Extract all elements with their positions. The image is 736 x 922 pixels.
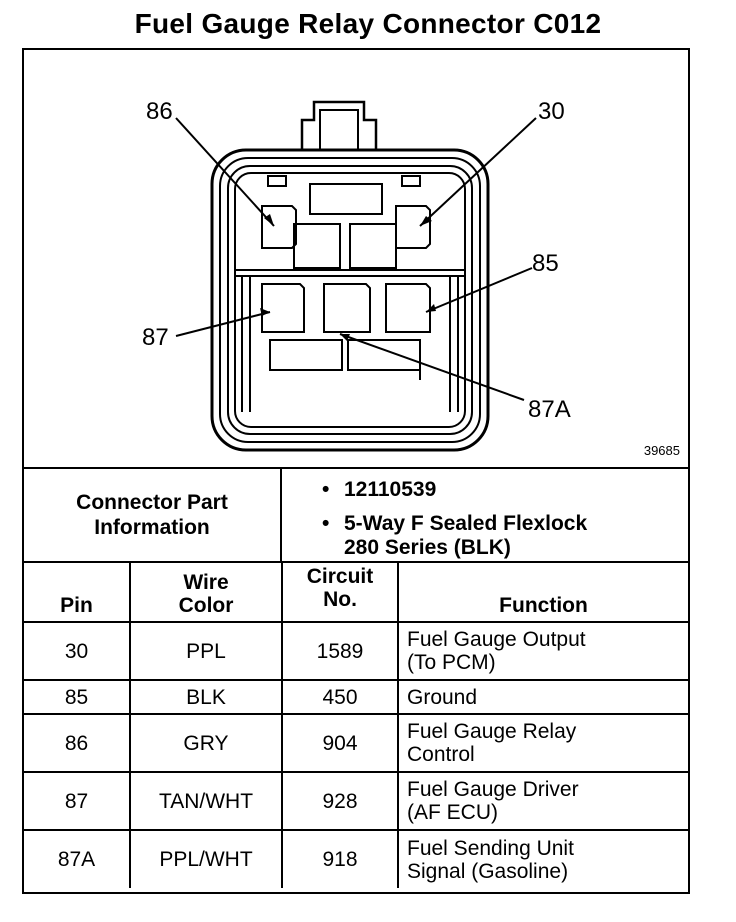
table-row: 30 PPL 1589 Fuel Gauge Output (To PCM) — [24, 621, 688, 681]
housing-ring-3 — [227, 165, 473, 435]
bullet-icon: • — [322, 512, 330, 535]
pin-label-86: 86 — [146, 98, 173, 125]
connector-face-drawing — [175, 100, 537, 452]
function-cell: Fuel Gauge Relay Control — [397, 713, 688, 773]
leader-87A — [339, 333, 525, 401]
circuit-cell: 928 — [281, 771, 399, 831]
connector-sheet: 86 30 85 87 87A 39685 Connector Part Inf… — [22, 48, 690, 894]
housing-outer — [210, 148, 490, 452]
function-line2: (AF ECU) — [407, 801, 498, 824]
leader-87 — [175, 311, 271, 337]
housing-ring-4 — [234, 172, 466, 428]
function-cell: Fuel Sending Unit Signal (Gasoline) — [397, 829, 688, 888]
figure-number: 39685 — [643, 443, 680, 458]
header-circuit-line2: No. — [323, 588, 357, 611]
header-circuit: Circuit No. — [281, 561, 399, 623]
page-title: Fuel Gauge Relay Connector C012 — [134, 8, 602, 39]
pin-cell: 87A — [24, 829, 131, 888]
table-row: 87 TAN/WHT 928 Fuel Gauge Driver (AF ECU… — [24, 771, 688, 831]
function-line1: Ground — [407, 685, 478, 709]
connector-part-info: Connector Part Information • 12110539 • … — [24, 469, 688, 563]
function-line1: Fuel Gauge Output — [407, 628, 586, 651]
function-line1: Fuel Gauge Relay — [407, 720, 577, 743]
pin-cell: 87 — [24, 771, 131, 831]
function-cell: Fuel Gauge Driver (AF ECU) — [397, 771, 688, 831]
pin-label-87A: 87A — [528, 396, 571, 423]
function-line1: Fuel Gauge Driver — [407, 778, 579, 801]
part-number: 12110539 — [344, 478, 437, 501]
function-cell: Ground — [397, 679, 688, 715]
leader-30 — [419, 117, 537, 227]
pin-table: Pin Wire Color Circuit No. Function 30 P… — [24, 561, 688, 888]
pin-label-85: 85 — [532, 250, 559, 277]
connector-info-details: • 12110539 • 5-Way F Sealed Flexlock 280… — [282, 469, 688, 561]
wire-color-cell: GRY — [129, 713, 283, 773]
connector-diagram: 86 30 85 87 87A 39685 — [24, 50, 688, 469]
header-pin: Pin — [24, 561, 131, 623]
function-line2: Control — [407, 743, 475, 766]
bullet-icon: • — [322, 478, 330, 501]
wire-color-cell: TAN/WHT — [129, 771, 283, 831]
terminal-85 — [385, 283, 431, 333]
header-wire-color-line2: Color — [178, 594, 234, 617]
top-slot — [309, 183, 383, 215]
pin-label-30: 30 — [538, 98, 565, 125]
lock-tab — [300, 100, 378, 150]
connector-info-label-line2: Information — [94, 516, 210, 539]
connector-description-line1: 5-Way F Sealed Flexlock — [344, 512, 588, 535]
pin-cell: 30 — [24, 621, 131, 681]
header-function: Function — [397, 561, 688, 623]
table-row: 86 GRY 904 Fuel Gauge Relay Control — [24, 713, 688, 773]
pin-cell: 86 — [24, 713, 131, 773]
terminal-87 — [261, 283, 305, 333]
table-row: 87A PPL/WHT 918 Fuel Sending Unit Signal… — [24, 829, 688, 888]
wire-color-cell: PPL/WHT — [129, 829, 283, 888]
function-cell: Fuel Gauge Output (To PCM) — [397, 621, 688, 681]
terminal-30 — [395, 205, 431, 249]
connector-info-label: Connector Part Information — [24, 469, 282, 561]
function-line1: Fuel Sending Unit — [407, 836, 574, 860]
leader-85 — [425, 267, 533, 313]
wire-color-cell: PPL — [129, 621, 283, 681]
header-wire-color-line1: Wire — [183, 571, 229, 594]
circuit-cell: 904 — [281, 713, 399, 773]
function-line2: Signal (Gasoline) — [407, 859, 569, 883]
circuit-cell: 918 — [281, 829, 399, 888]
housing-ring-2 — [219, 157, 481, 443]
pin-label-87: 87 — [142, 324, 169, 351]
header-circuit-line1: Circuit — [306, 565, 374, 588]
connector-info-label-line1: Connector Part — [76, 491, 228, 514]
terminal-87A — [323, 283, 371, 333]
terminal-86 — [261, 205, 297, 249]
leader-86 — [175, 117, 275, 227]
pin-table-header: Pin Wire Color Circuit No. Function — [24, 561, 688, 623]
wire-color-cell: BLK — [129, 679, 283, 715]
header-wire-color: Wire Color — [129, 561, 283, 623]
pin-cell: 85 — [24, 679, 131, 715]
connector-description-line2: 280 Series (BLK) — [344, 536, 511, 559]
function-line2: (To PCM) — [407, 651, 496, 674]
circuit-cell: 1589 — [281, 621, 399, 681]
lock-tab-inner — [319, 109, 359, 150]
table-row: 85 BLK 450 Ground — [24, 679, 688, 715]
circuit-cell: 450 — [281, 679, 399, 715]
